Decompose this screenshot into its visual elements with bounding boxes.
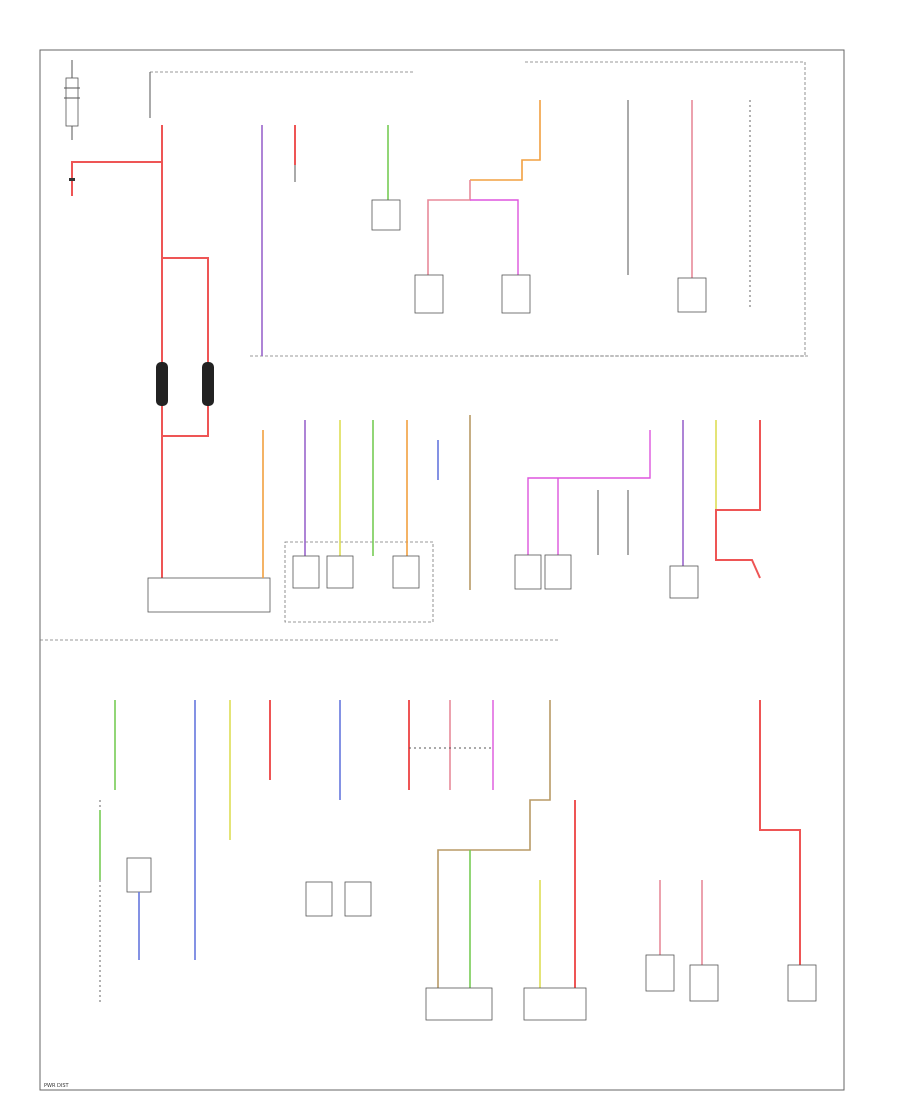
battery-symbol (64, 60, 80, 140)
fuse-box-boundary (520, 61, 806, 357)
wire-battery-positive (71, 161, 162, 196)
mega-fuse-1 (156, 362, 168, 406)
module-top-left (371, 199, 401, 231)
module-bottom-wide (425, 987, 493, 1021)
module-bottom-5 (689, 964, 719, 1002)
module-bottom-2 (305, 881, 333, 917)
wire-fuse-loop (162, 257, 209, 437)
junction-box-boundary (284, 541, 434, 623)
battery-connector (69, 178, 75, 181)
wire-magenta-right (470, 199, 519, 275)
generator-box (147, 577, 271, 613)
module-jb-1 (292, 555, 320, 589)
module-passenger-right (501, 274, 531, 314)
module-bottom-4 (645, 954, 675, 992)
module-mid-1 (514, 554, 542, 590)
wire-mid-red-loop (715, 420, 761, 579)
wire-mid-magenta-bus (527, 430, 651, 555)
module-bottom-wide-2 (523, 987, 587, 1021)
module-passenger-left (414, 274, 444, 314)
wire-orange-feed (470, 100, 541, 181)
module-jb-3 (392, 555, 420, 589)
module-bottom-6 (787, 964, 817, 1002)
module-mid-3 (669, 565, 699, 599)
module-pink-feed (677, 277, 707, 313)
wire-pink-left (427, 180, 471, 275)
mega-fuse-2 (202, 362, 214, 406)
wire-bottom-tan (437, 700, 551, 990)
wire-bottom-red-4 (759, 700, 801, 965)
footer-label: PWR DIST (44, 1083, 70, 1089)
diagram-frame (39, 49, 845, 1091)
module-bottom-3 (344, 881, 372, 917)
module-mid-2 (544, 554, 572, 590)
module-bottom-1 (126, 857, 152, 893)
module-jb-2 (326, 555, 354, 589)
